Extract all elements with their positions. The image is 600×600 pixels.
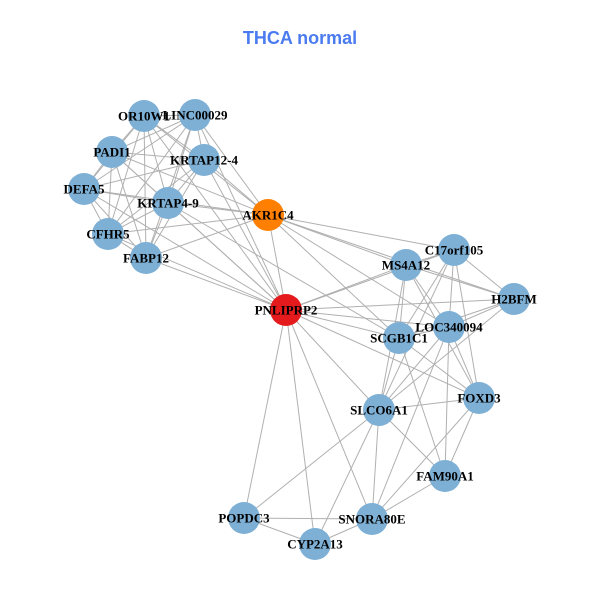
node-label-OR10W1: OR10W1 xyxy=(118,109,170,124)
edge-C17orf105-FOXD3 xyxy=(453,249,480,399)
node-PADI1[interactable] xyxy=(96,136,128,168)
node-label-PNLIPRP2: PNLIPRP2 xyxy=(255,303,318,318)
node-MS4A12[interactable] xyxy=(390,249,422,281)
node-C17orf105[interactable] xyxy=(438,234,470,266)
edge-CFHR5-AKR1C4 xyxy=(107,214,269,235)
edge-H2BFM-SLCO6A1 xyxy=(378,298,515,411)
edge-LINC00029-FABP12 xyxy=(145,114,196,259)
node-SNORA80E[interactable] xyxy=(356,503,388,535)
edge-SLCO6A1-SNORA80E xyxy=(371,409,380,520)
edge-PNLIPRP2-H2BFM xyxy=(285,298,515,311)
node-label-SNORA80E: SNORA80E xyxy=(338,512,405,527)
edge-AKR1C4-SCGB1C1 xyxy=(267,214,400,339)
node-layer xyxy=(68,99,530,560)
edge-OR10W1-PNLIPRP2 xyxy=(143,115,287,311)
node-label-FOXD3: FOXD3 xyxy=(457,391,501,406)
edge-MS4A12-H2BFM xyxy=(405,264,515,300)
edge-LINC00029-AKR1C4 xyxy=(194,114,269,216)
edge-KRTAP4-9-PNLIPRP2 xyxy=(167,202,287,311)
label-layer: OR10W1LINC00029PADI1KRTAP12-4DEFA5KRTAP4… xyxy=(64,108,537,552)
edge-PNLIPRP2-SLCO6A1 xyxy=(285,309,380,411)
node-label-C17orf105: C17orf105 xyxy=(425,243,484,258)
node-label-FABP12: FABP12 xyxy=(123,251,169,266)
edge-AKR1C4-C17orf105 xyxy=(267,214,455,251)
edge-PADI1-FABP12 xyxy=(111,151,147,259)
node-label-CYP2A13: CYP2A13 xyxy=(287,537,343,552)
node-LOC340094[interactable] xyxy=(433,311,465,343)
node-CFHR5[interactable] xyxy=(92,218,124,250)
edge-PNLIPRP2-FOXD3 xyxy=(285,309,480,399)
node-label-PADI1: PADI1 xyxy=(93,145,130,160)
edge-OR10W1-FABP12 xyxy=(143,115,147,259)
edge-PNLIPRP2-LOC340094 xyxy=(285,309,450,328)
node-PNLIPRP2[interactable] xyxy=(270,294,302,326)
node-H2BFM[interactable] xyxy=(498,283,530,315)
edge-PNLIPRP2-POPDC3 xyxy=(243,309,287,519)
edge-LOC340094-SLCO6A1 xyxy=(378,326,450,411)
node-label-LOC340094: LOC340094 xyxy=(415,320,483,335)
node-POPDC3[interactable] xyxy=(228,502,260,534)
edge-SCGB1C1-FOXD3 xyxy=(398,337,480,399)
node-label-FAM90A1: FAM90A1 xyxy=(416,469,474,484)
node-KRTAP4-9[interactable] xyxy=(152,187,184,219)
node-label-KRTAP12-4: KRTAP12-4 xyxy=(170,153,238,168)
edge-PNLIPRP2-SCGB1C1 xyxy=(285,309,400,339)
node-CYP2A13[interactable] xyxy=(299,528,331,560)
edge-PNLIPRP2-CYP2A13 xyxy=(285,309,316,545)
node-DEFA5[interactable] xyxy=(68,173,100,205)
edge-CFHR5-PNLIPRP2 xyxy=(107,233,287,311)
node-label-SCGB1C1: SCGB1C1 xyxy=(370,331,428,346)
node-label-KRTAP4-9: KRTAP4-9 xyxy=(137,196,199,211)
edge-PNLIPRP2-SNORA80E xyxy=(285,309,373,520)
edge-POPDC3-SNORA80E xyxy=(243,517,373,520)
node-label-MS4A12: MS4A12 xyxy=(382,258,430,273)
node-OR10W1[interactable] xyxy=(128,100,160,132)
edge-LINC00029-DEFA5 xyxy=(83,114,196,190)
edge-KRTAP4-9-SCGB1C1 xyxy=(167,202,400,339)
edge-C17orf105-SLCO6A1 xyxy=(378,249,455,411)
edge-LOC340094-SNORA80E xyxy=(371,326,450,520)
edge-LINC00029-CFHR5 xyxy=(107,114,196,235)
node-LINC00029[interactable] xyxy=(179,99,211,131)
edge-FABP12-AKR1C4 xyxy=(145,214,269,259)
node-label-H2BFM: H2BFM xyxy=(491,292,537,307)
node-label-POPDC3: POPDC3 xyxy=(218,511,270,526)
edge-KRTAP12-4-PNLIPRP2 xyxy=(203,159,287,311)
edge-AKR1C4-PNLIPRP2 xyxy=(267,214,287,311)
edge-AKR1C4-H2BFM xyxy=(267,214,515,300)
node-label-AKR1C4: AKR1C4 xyxy=(242,208,294,223)
edge-C17orf105-SCGB1C1 xyxy=(398,249,455,339)
edge-SLCO6A1-FOXD3 xyxy=(378,397,480,411)
node-FOXD3[interactable] xyxy=(463,382,495,414)
edge-SCGB1C1-FAM90A1 xyxy=(398,337,446,477)
node-SLCO6A1[interactable] xyxy=(363,394,395,426)
node-AKR1C4[interactable] xyxy=(252,199,284,231)
edge-SLCO6A1-CYP2A13 xyxy=(314,409,380,545)
node-FAM90A1[interactable] xyxy=(429,460,461,492)
node-KRTAP12-4[interactable] xyxy=(188,144,220,176)
edge-SLCO6A1-POPDC3 xyxy=(243,409,380,519)
edge-AKR1C4-LOC340094 xyxy=(267,214,450,328)
edge-FABP12-PNLIPRP2 xyxy=(145,257,287,311)
node-label-CFHR5: CFHR5 xyxy=(86,227,130,242)
edge-KRTAP4-9-AKR1C4 xyxy=(167,202,269,216)
node-FABP12[interactable] xyxy=(130,242,162,274)
edge-PNLIPRP2-C17orf105 xyxy=(285,249,455,311)
node-label-DEFA5: DEFA5 xyxy=(64,182,105,197)
edge-KRTAP12-4-DEFA5 xyxy=(83,159,205,190)
edge-DEFA5-PNLIPRP2 xyxy=(83,188,287,311)
edge-FOXD3-SNORA80E xyxy=(371,397,480,520)
node-SCGB1C1[interactable] xyxy=(383,322,415,354)
node-label-SLCO6A1: SLCO6A1 xyxy=(350,403,408,418)
chart-title: THCA normal xyxy=(242,28,358,48)
edge-OR10W1-CFHR5 xyxy=(107,115,145,235)
node-label-LINC00029: LINC00029 xyxy=(162,108,228,123)
